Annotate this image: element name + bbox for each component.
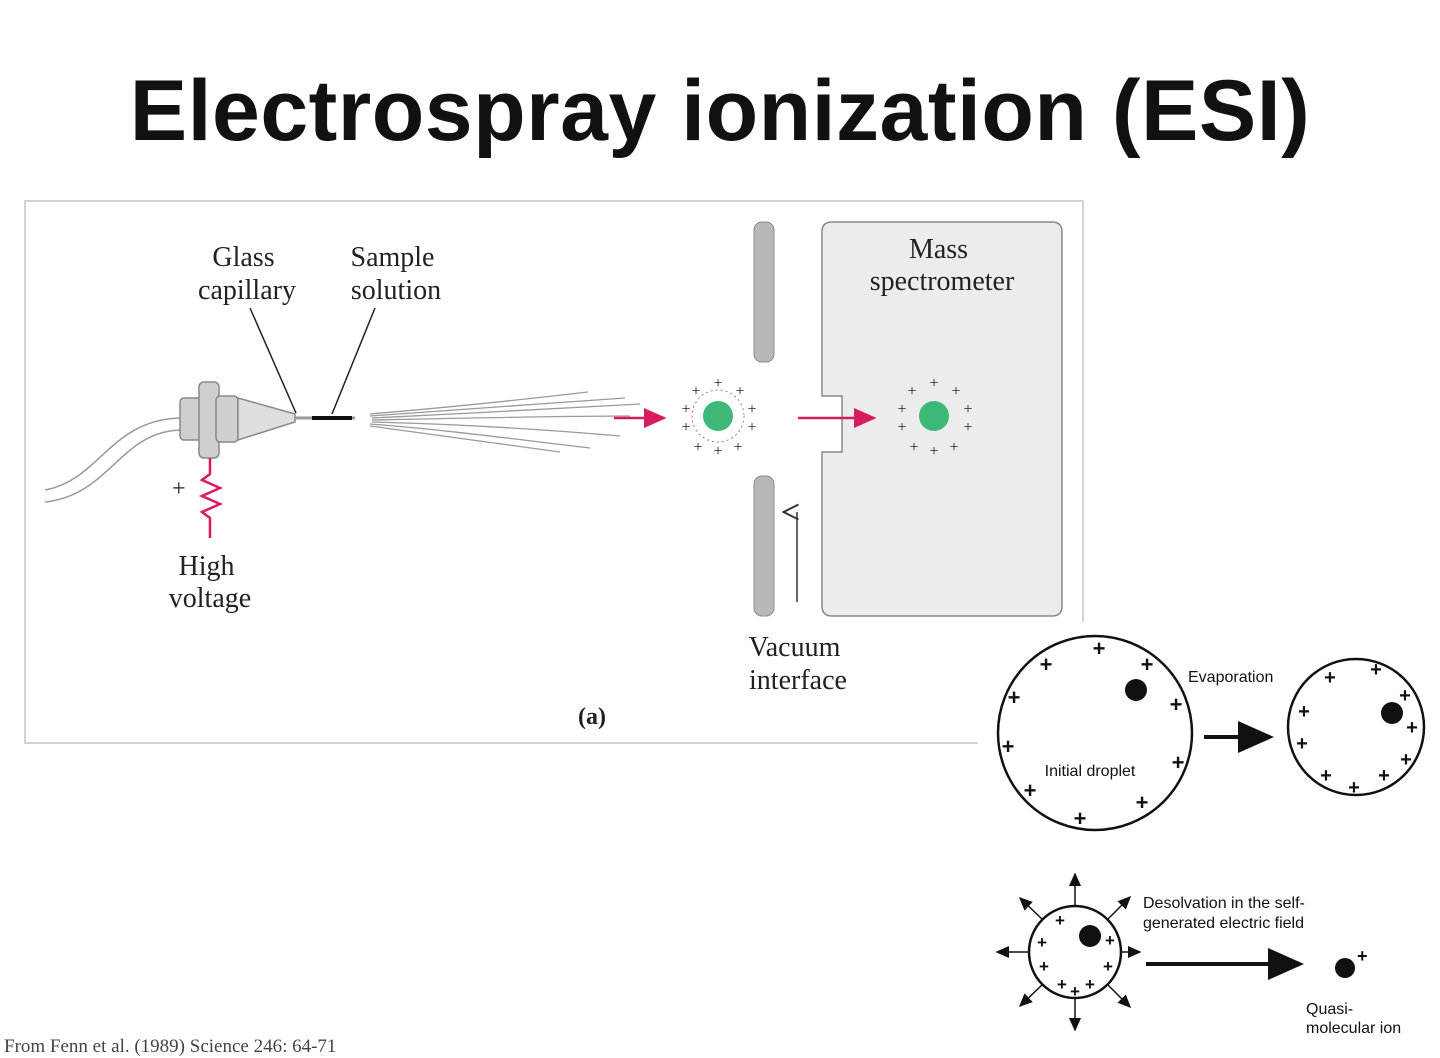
initial-droplet: + + + + + + + + + + Initial droplet xyxy=(996,634,1194,832)
svg-text:+: + xyxy=(681,419,690,436)
svg-text:+: + xyxy=(951,383,960,400)
vacuum-wall-top xyxy=(753,221,775,363)
svg-text:+: + xyxy=(1093,636,1106,661)
svg-text:Mass spectrometer: Mass spectrometer xyxy=(870,234,1015,297)
svg-text:Desolvation in the self- g: Desolvation in the self- generated elect… xyxy=(1143,895,1309,932)
svg-text:+: + xyxy=(1348,777,1360,799)
initial-droplet-label: Initial droplet xyxy=(1045,763,1136,780)
svg-text:+: + xyxy=(735,383,744,400)
vacuum-wall-bottom xyxy=(753,475,775,617)
quasi-molecular-ion xyxy=(1335,958,1355,978)
plus-sign: + xyxy=(172,476,186,502)
svg-text:Glass capillary: Glass capillary xyxy=(198,242,296,306)
svg-text:+: + xyxy=(1037,933,1047,952)
evaporation-label: Evaporation xyxy=(1188,669,1273,686)
svg-text:+: + xyxy=(1074,806,1087,831)
analyte-ion-1 xyxy=(703,401,733,431)
svg-text:+: + xyxy=(691,383,700,400)
svg-text:+: + xyxy=(1070,982,1080,1001)
sample-label-line1: Sample xyxy=(351,242,435,273)
svg-text:+: + xyxy=(1172,750,1185,775)
svg-text:+: + xyxy=(963,419,972,436)
svg-text:+: + xyxy=(1085,975,1095,994)
svg-text:+: + xyxy=(733,439,742,456)
svg-text:+: + xyxy=(1105,931,1115,950)
slide-title: Electrospray ionization (ESI) xyxy=(129,63,1311,159)
high-voltage-label-line2: voltage xyxy=(169,583,251,614)
svg-text:+: + xyxy=(897,401,906,418)
citation: From Fenn et al. (1989) Science 246: 64-… xyxy=(4,1036,337,1057)
svg-text:+: + xyxy=(1400,749,1412,771)
svg-text:+: + xyxy=(713,375,722,392)
svg-text:+: + xyxy=(929,375,938,392)
high-voltage-resistor xyxy=(198,458,224,538)
svg-text:+: + xyxy=(713,443,722,460)
svg-text:+: + xyxy=(1370,659,1382,681)
quasi-ion-charge: + xyxy=(1357,946,1368,966)
spray-plume xyxy=(369,391,641,453)
glass-capillary-leader xyxy=(249,307,297,414)
glass-label-line2: capillary xyxy=(198,275,296,306)
vacuum-label-line2: interface xyxy=(749,665,847,696)
initial-droplet-ion xyxy=(1125,679,1147,701)
svg-text:+: + xyxy=(1103,957,1113,976)
svg-text:+: + xyxy=(1324,667,1336,689)
svg-text:Quasi- molecular ion: Quasi- molecular ion xyxy=(1306,1001,1401,1037)
svg-text:+: + xyxy=(1399,685,1411,707)
svg-text:+: + xyxy=(681,401,690,418)
charged-droplet-2: +++ ++ ++ +++ xyxy=(897,375,972,460)
sample-label-line2: solution xyxy=(351,275,441,306)
svg-text:+: + xyxy=(929,443,938,460)
exploding-droplet-ion xyxy=(1079,925,1101,947)
exploding-droplet-charges: +++ +++ ++ xyxy=(1037,911,1115,1001)
tubing xyxy=(44,417,181,503)
svg-text:+: + xyxy=(949,439,958,456)
mass-spec-label-line2: spectrometer xyxy=(870,266,1015,297)
svg-text:+: + xyxy=(1039,957,1049,976)
svg-text:+: + xyxy=(693,439,702,456)
svg-text:+: + xyxy=(1024,778,1037,803)
shrunken-droplet: + + + + + + + + + + xyxy=(1286,657,1426,799)
ion-label-line2: molecular ion xyxy=(1306,1020,1401,1037)
svg-text:+: + xyxy=(1141,652,1154,677)
svg-text:+: + xyxy=(897,419,906,436)
svg-text:+: + xyxy=(1008,685,1021,710)
svg-text:+: + xyxy=(1296,733,1308,755)
svg-text:+: + xyxy=(963,401,972,418)
svg-text:+: + xyxy=(1406,717,1418,739)
capillary-fitting xyxy=(179,381,296,459)
analyte-ion-2 xyxy=(919,401,949,431)
svg-text:+: + xyxy=(1040,652,1053,677)
svg-text:+: + xyxy=(1170,692,1183,717)
svg-text:+: + xyxy=(1057,975,1067,994)
svg-text:Sample solution: Sample solution xyxy=(351,242,442,306)
svg-text:Vacuum interface: Vacuum interface xyxy=(749,632,848,696)
glass-label-line1: Glass xyxy=(212,242,274,273)
mass-spec-label-line1: Mass xyxy=(909,234,968,265)
sample-solution-leader xyxy=(331,307,376,415)
svg-text:High voltage: High voltage xyxy=(169,551,251,614)
panel-label: (a) xyxy=(578,704,606,730)
svg-text:+: + xyxy=(1320,765,1332,787)
svg-text:+: + xyxy=(747,401,756,418)
svg-text:+: + xyxy=(1136,790,1149,815)
svg-text:+: + xyxy=(747,419,756,436)
svg-text:+: + xyxy=(1378,765,1390,787)
svg-text:+: + xyxy=(907,383,916,400)
svg-text:+: + xyxy=(1298,701,1310,723)
svg-text:+: + xyxy=(1002,734,1015,759)
svg-text:+: + xyxy=(1055,911,1065,930)
svg-text:+: + xyxy=(909,439,918,456)
ion-label-line1: Quasi- xyxy=(1306,1001,1353,1018)
desolvation-label-line1: Desolvation in the self- xyxy=(1143,895,1305,912)
shrunken-droplet-ion xyxy=(1381,702,1403,724)
charged-droplet-1: +++ ++ ++ +++ xyxy=(681,375,756,460)
high-voltage-label-line1: High xyxy=(179,551,235,582)
desolvation-label-line2: generated electric field xyxy=(1143,915,1304,932)
vacuum-label-line1: Vacuum xyxy=(749,632,841,663)
